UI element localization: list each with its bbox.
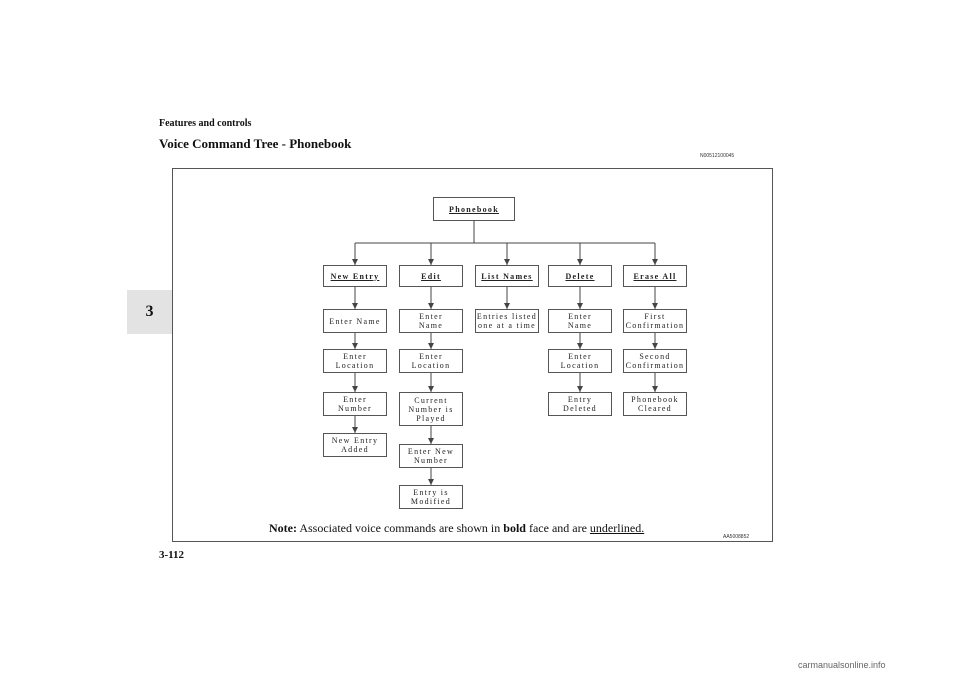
step-node: Entry is Modified (399, 485, 463, 509)
command-node: List Names (475, 265, 539, 287)
diagram-note: Note: Associated voice commands are show… (269, 521, 644, 536)
command-node: Edit (399, 265, 463, 287)
branch-arrow (577, 259, 583, 265)
page-title: Voice Command Tree - Phonebook (159, 136, 352, 151)
branch-arrow (652, 259, 658, 265)
step-node: Enter Location (548, 349, 612, 373)
step-node: Second Confirmation (623, 349, 687, 373)
command-node: Erase All (623, 265, 687, 287)
step-arrow (652, 386, 658, 392)
step-arrow (352, 303, 358, 309)
step-arrow (577, 386, 583, 392)
step-node: Current Number is Played (399, 392, 463, 426)
note-label: Note: (269, 521, 297, 535)
branch-arrow (428, 259, 434, 265)
step-node: First Confirmation (623, 309, 687, 333)
step-arrow (428, 303, 434, 309)
footer-watermark: carmanualsonline.info (798, 660, 886, 670)
step-arrow (352, 343, 358, 349)
note-text-1: Associated voice commands are shown in (296, 521, 504, 535)
tree-connectors (352, 221, 658, 485)
step-node: Enter Name (399, 309, 463, 333)
step-node: Enter Name (323, 309, 387, 333)
step-node: Enter Location (399, 349, 463, 373)
step-node: Enter New Number (399, 444, 463, 468)
step-node: Entries listed one at a time (475, 309, 539, 333)
step-arrow (577, 303, 583, 309)
branch-arrow (352, 259, 358, 265)
step-node: Phonebook Cleared (623, 392, 687, 416)
note-bold-word: bold (503, 521, 526, 535)
step-arrow (428, 386, 434, 392)
step-node: Enter Name (548, 309, 612, 333)
step-node: Enter Number (323, 392, 387, 416)
step-node: Enter Location (323, 349, 387, 373)
branch-arrow (504, 259, 510, 265)
step-arrow (577, 343, 583, 349)
root-node-phonebook: Phonebook (433, 197, 515, 221)
step-node: Entry Deleted (548, 392, 612, 416)
step-arrow (428, 479, 434, 485)
step-node: New Entry Added (323, 433, 387, 457)
note-underlined-word: underlined. (589, 521, 645, 535)
step-arrow (652, 303, 658, 309)
step-arrow (428, 343, 434, 349)
figure-id: AA5008852 (723, 534, 750, 540)
step-arrow (652, 343, 658, 349)
chapter-tab: 3 (127, 290, 172, 334)
step-arrow (428, 438, 434, 444)
page-number: 3-112 (159, 549, 185, 561)
step-arrow (504, 303, 510, 309)
section-heading: Features and controls (159, 118, 252, 129)
command-node: Delete (548, 265, 612, 287)
document-code: N00512100045 (700, 153, 735, 159)
chapter-tab-number: 3 (145, 303, 154, 320)
step-arrow (352, 386, 358, 392)
note-text-2: face and are (525, 521, 590, 535)
command-node: New Entry (323, 265, 387, 287)
step-arrow (352, 427, 358, 433)
